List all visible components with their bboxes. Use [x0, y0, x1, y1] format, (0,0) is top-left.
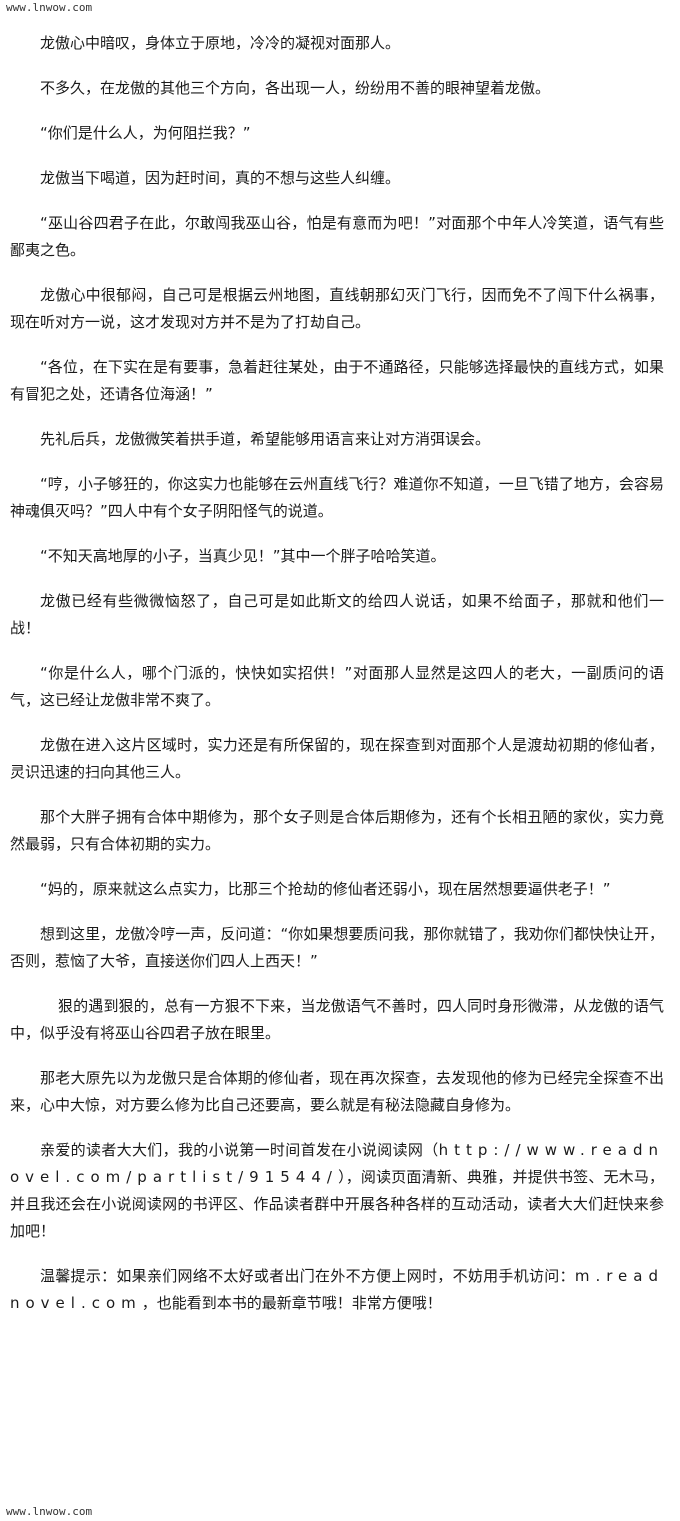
paragraph-4: 龙傲当下喝道，因为赶时间，真的不想与这些人纠缠。	[40, 169, 401, 187]
paragraph-8: 先礼后兵，龙傲微笑着拱手道，希望能够用语言来让对方消弭误会。	[40, 430, 491, 448]
tip-tail: ，也能看到本书的最新章节哦！非常方便哦！	[141, 1294, 442, 1312]
paragraph-14: 那个大胖子拥有合体中期修为，那个女子则是合体后期修为，还有个长相丑陋的家伙，实力…	[10, 808, 664, 853]
paragraph-10: “不知天高地厚的小子，当真少见！”其中一个胖子哈哈笑道。	[40, 547, 446, 565]
paragraph-1: 龙傲心中暗叹，身体立于原地，冷冷的凝视对面那人。	[40, 34, 401, 52]
watermark-top: www.lnwow.com	[6, 1, 93, 14]
paragraph-12: “你是什么人，哪个门派的，快快如实招供！”对面那人显然是这四人的老大，一副质问的…	[10, 664, 664, 709]
watermark-bottom: www.lnwow.com	[6, 1505, 93, 1518]
promo-lead: 亲爱的读者大大们，我的小说第一时间首发在小说阅读网（	[40, 1141, 439, 1159]
tip-lead: 温馨提示：如果亲们网络不太好或者出门在外不方便上网时，不妨用手机访问：	[40, 1267, 575, 1285]
paragraph-17: 狠的遇到狠的，总有一方狠不下来，当龙傲语气不善时，四人同时身形微滞，从龙傲的语气…	[10, 997, 664, 1042]
paragraph-13: 龙傲在进入这片区域时，实力还是有所保留的，现在探查到对面那个人是渡劫初期的修仙者…	[10, 736, 664, 781]
promo-tail: ），阅读页面清新、典雅，并提供书签、无木马，并且我还会在小说阅读网的书评区、作品…	[10, 1168, 664, 1240]
promo-paragraph: 亲爱的读者大大们，我的小说第一时间首发在小说阅读网（http://www.rea…	[10, 1137, 664, 1245]
tip-url: m.readnovel.com	[10, 1267, 664, 1312]
paragraph-15: “妈的，原来就这么点实力，比那三个抢劫的修仙者还弱小，现在居然想要逼供老子！”	[40, 880, 611, 898]
paragraph-11: 龙傲已经有些微微恼怒了，自己可是如此斯文的给四人说话，如果不给面子，那就和他们一…	[10, 592, 664, 637]
paragraph-6: 龙傲心中很郁闷，自己可是根据云州地图，直线朝那幻灭门飞行，因而免不了闯下什么祸事…	[10, 286, 664, 331]
promo-url: http://www.readnovel.com/partlist/91544/	[10, 1141, 664, 1186]
paragraph-9: “哼，小子够狂的，你这实力也能够在云州直线飞行？难道你不知道，一旦飞错了地方，会…	[10, 475, 664, 520]
paragraph-5: “巫山谷四君子在此，尔敢闯我巫山谷，怕是有意而为吧！”对面那个中年人冷笑道，语气…	[10, 214, 664, 259]
paragraph-16: 想到这里，龙傲冷哼一声，反问道：“你如果想要质问我，那你就错了，我劝你们都快快让…	[10, 925, 664, 970]
paragraph-2: 不多久，在龙傲的其他三个方向，各出现一人，纷纷用不善的眼神望着龙傲。	[40, 79, 551, 97]
chapter-body: 龙傲心中暗叹，身体立于原地，冷冷的凝视对面那人。 不多久，在龙傲的其他三个方向，…	[10, 30, 664, 1335]
paragraph-18: 那老大原先以为龙傲只是合体期的修仙者，现在再次探查，去发现他的修为已经完全探查不…	[10, 1069, 664, 1114]
tip-paragraph: 温馨提示：如果亲们网络不太好或者出门在外不方便上网时，不妨用手机访问：m.rea…	[10, 1263, 664, 1317]
paragraph-7: “各位，在下实在是有要事，急着赶往某处，由于不通路径，只能够选择最快的直线方式，…	[10, 358, 664, 403]
paragraph-3: “你们是什么人，为何阻拦我？”	[40, 124, 251, 142]
